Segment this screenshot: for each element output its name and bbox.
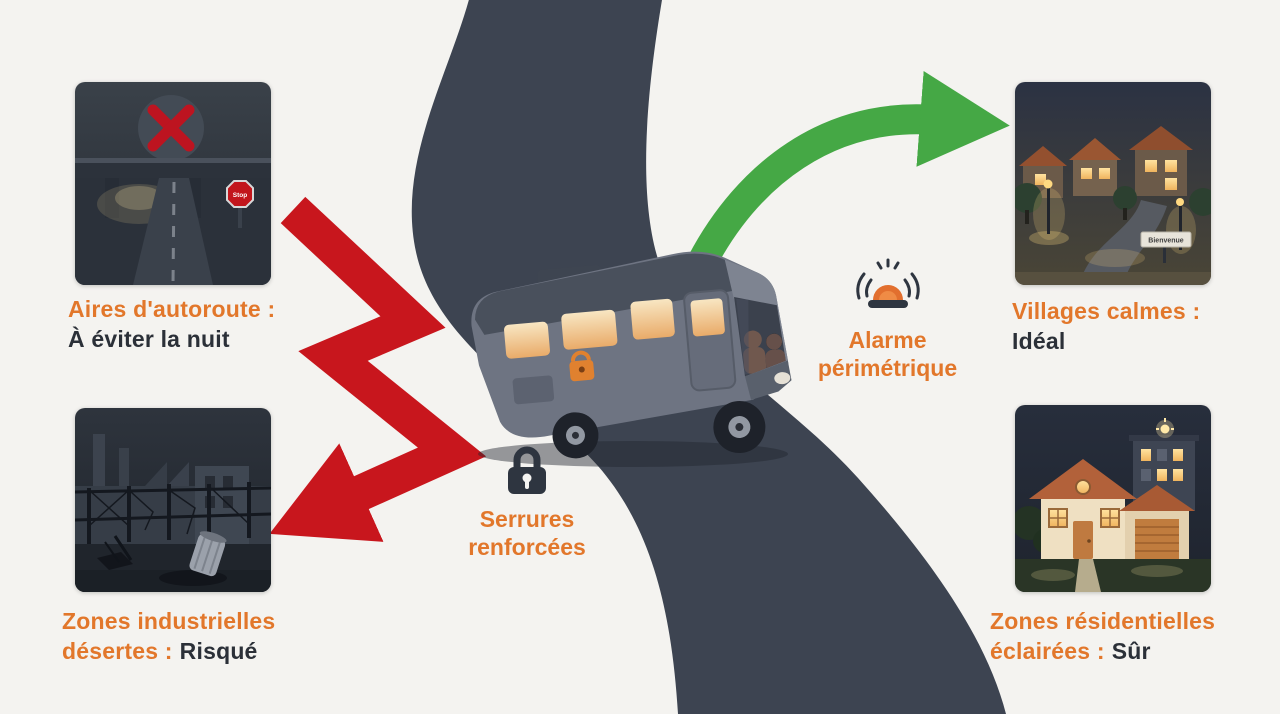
locks-text-line1: Serrures	[479, 506, 575, 532]
side-window-1	[504, 321, 550, 359]
front-path	[1075, 559, 1101, 592]
label-highway-dark: À éviter la nuit	[68, 326, 230, 352]
night-road	[133, 178, 213, 285]
label-residential-accent-2: éclairées :	[990, 638, 1105, 664]
label-industrial-accent-1: Zones industrielles	[62, 608, 276, 634]
locks-text-line2: renforcées	[468, 534, 586, 560]
headlight	[774, 372, 791, 385]
broken-fence	[75, 482, 271, 544]
door-window	[690, 298, 725, 337]
red-x-badge	[138, 95, 204, 161]
lawn	[1015, 559, 1211, 592]
welcome-sign: Bienvenue	[1140, 231, 1192, 263]
side-window-2	[561, 309, 618, 350]
card-quiet-village: Bienvenue	[1015, 82, 1211, 285]
highway-rest-area-illustration: Stop	[75, 82, 271, 285]
padlock-icon	[508, 446, 546, 494]
label-residential-dark: Sûr	[1111, 638, 1151, 664]
trees	[1015, 183, 1211, 224]
label-residential: Zones résidentielles éclairées : Sûr	[990, 606, 1215, 666]
card-residential-area	[1015, 405, 1211, 592]
fallen-trash-can	[159, 531, 227, 586]
quiet-village-illustration: Bienvenue	[1015, 82, 1211, 285]
rear-wheel	[552, 412, 599, 459]
stop-sign: Stop	[226, 180, 254, 228]
siren-icon	[855, 258, 920, 308]
stop-sign-text: Stop	[233, 192, 247, 199]
rv-roof	[475, 253, 755, 335]
background-building	[1129, 418, 1199, 511]
label-industrial: Zones industrielles désertes : Risqué	[62, 606, 275, 666]
label-highway-accent: Aires d'autoroute :	[68, 296, 276, 322]
welcome-sign-text: Bienvenue	[1148, 238, 1184, 245]
label-industrial-accent-2: désertes :	[62, 638, 173, 664]
debris	[97, 535, 133, 570]
rv-lock-icon	[569, 350, 595, 382]
garage	[1119, 485, 1195, 559]
label-highway: Aires d'autoroute : À éviter la nuit	[68, 294, 275, 354]
front-wheel	[713, 401, 766, 454]
label-village: Villages calmes : Idéal	[1012, 296, 1200, 356]
residential-area-illustration	[1015, 405, 1211, 592]
label-village-dark: Idéal	[1012, 328, 1066, 354]
side-window-3	[630, 298, 675, 340]
storage-hatch	[512, 375, 555, 405]
factory-silhouette	[75, 434, 271, 544]
label-industrial-dark: Risqué	[179, 638, 258, 664]
callout-reinforced-locks: Serrures renforcées	[437, 441, 617, 561]
callout-perimeter-alarm: Alarme périmétrique	[805, 258, 970, 382]
label-village-accent: Villages calmes :	[1012, 298, 1201, 324]
motorhome-illustration	[471, 251, 792, 467]
alarm-text-line1: Alarme	[848, 327, 927, 353]
front-bumper	[744, 360, 792, 400]
village-street	[1079, 200, 1167, 285]
card-highway-rest-area: Stop	[75, 82, 271, 285]
village-houses	[1019, 126, 1193, 198]
industrial-zone-illustration	[75, 408, 271, 592]
alarm-text-line2: périmétrique	[817, 355, 958, 381]
card-industrial-zone	[75, 408, 271, 592]
label-residential-accent-1: Zones résidentielles	[990, 608, 1216, 634]
lit-house	[1029, 459, 1137, 559]
